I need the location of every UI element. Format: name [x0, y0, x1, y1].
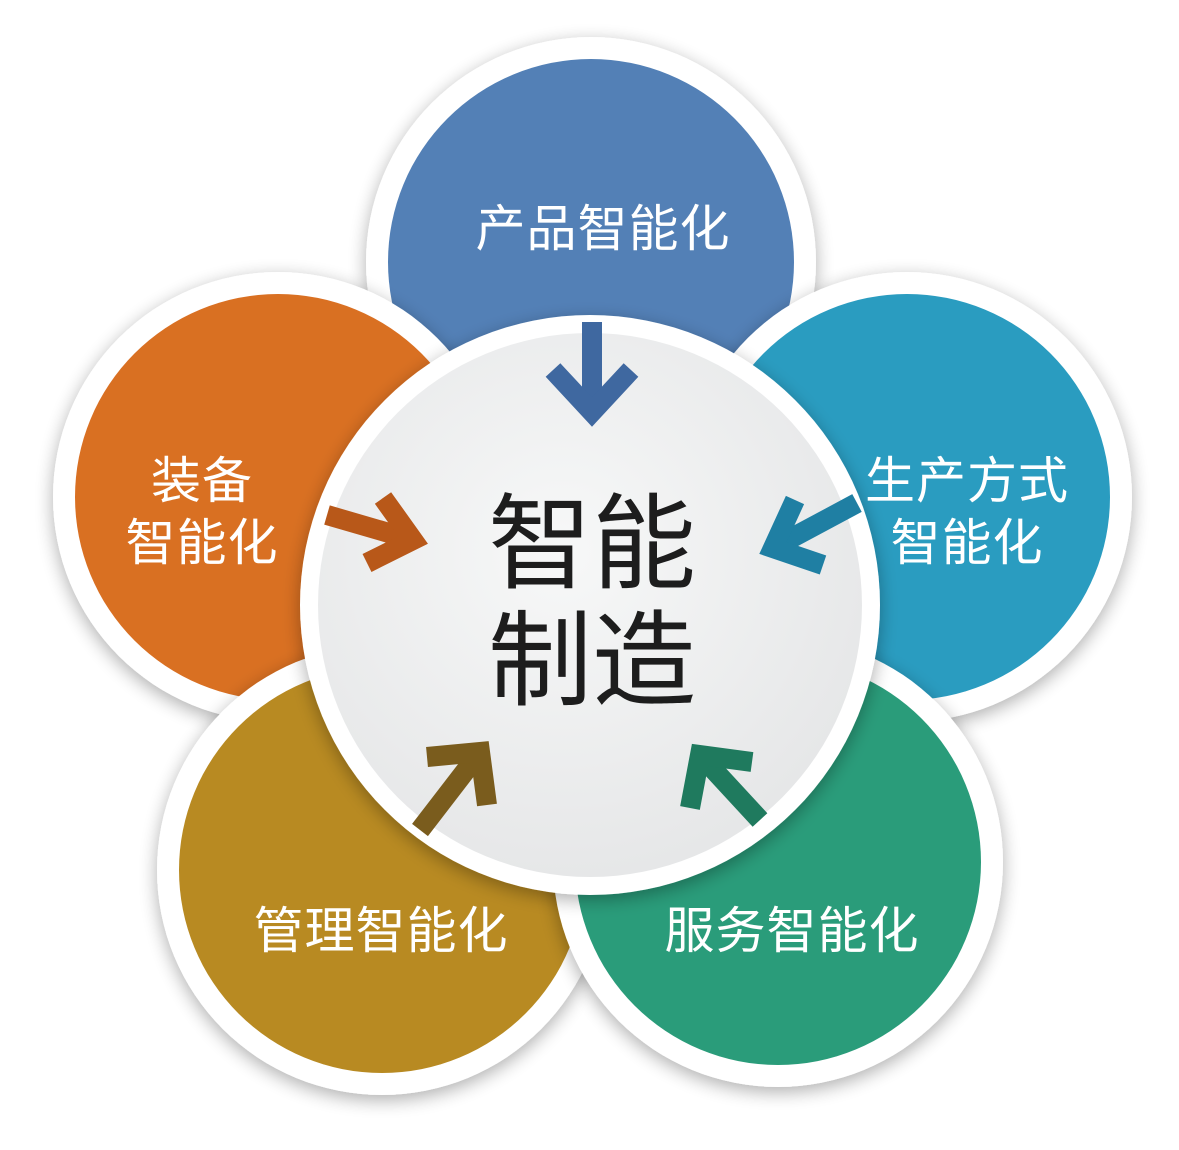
arrow-management [412, 741, 497, 837]
label-production-line1: 生产方式 [865, 452, 1069, 510]
center-title-line1: 智能 [488, 483, 696, 605]
label-management: 管理智能化 [254, 902, 509, 960]
arrow-production [759, 494, 862, 575]
label-equipment-line2: 智能化 [126, 514, 279, 572]
arrow-service [680, 743, 768, 827]
label-production-line2: 智能化 [891, 514, 1044, 572]
label-service: 服务智能化 [665, 902, 920, 960]
arrow-equipment [324, 492, 428, 572]
label-equipment-line1: 装备 [151, 452, 253, 510]
label-product: 产品智能化 [476, 200, 731, 258]
center-title-line2: 制造 [488, 600, 696, 722]
arrow-product [545, 322, 639, 427]
